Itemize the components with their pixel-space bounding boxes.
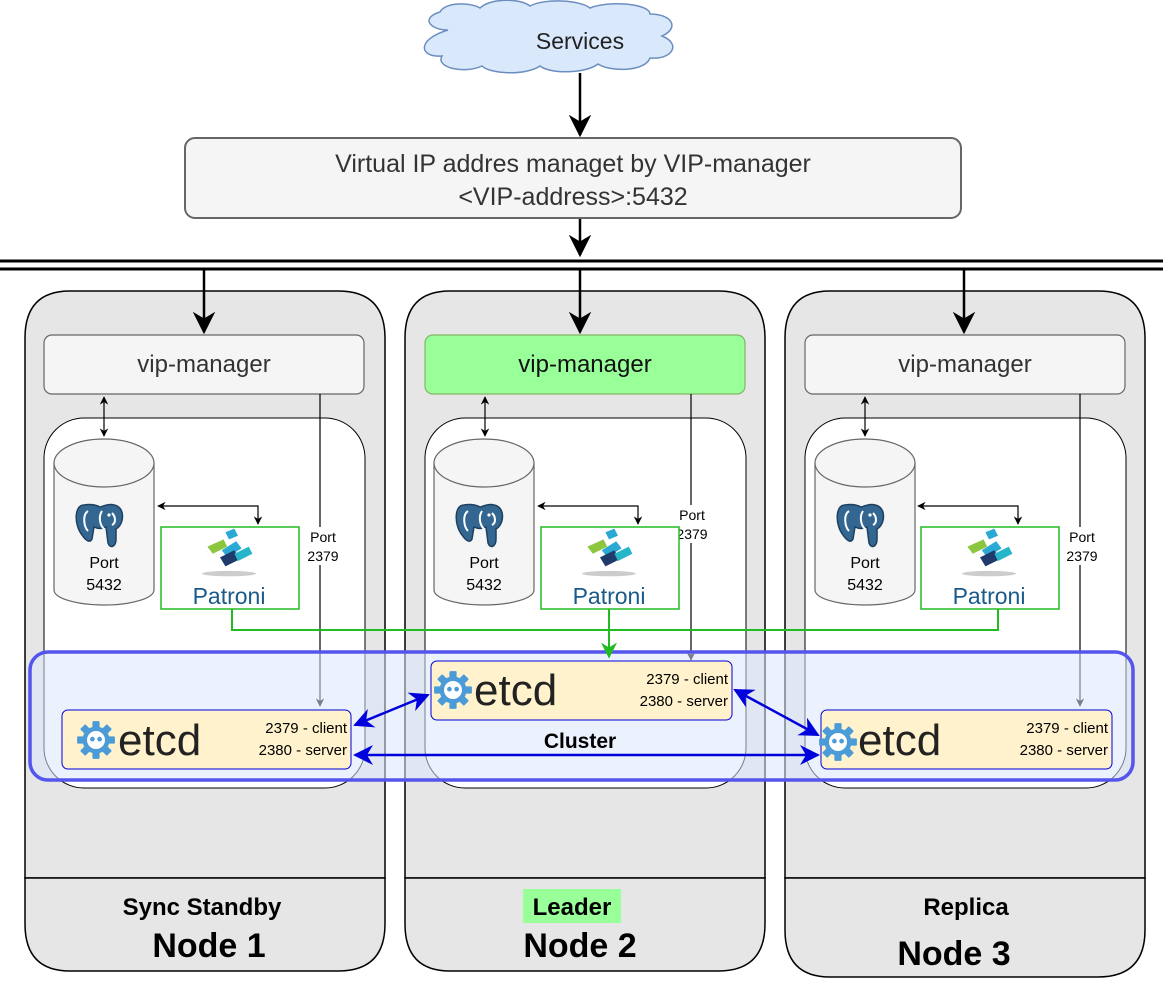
svg-text:Patroni: Patroni: [573, 583, 646, 609]
node-1-name: Node 1: [152, 927, 265, 965]
svg-text:2380 - server: 2380 - server: [640, 693, 728, 710]
svg-text:Port: Port: [469, 555, 499, 572]
svg-text:Patroni: Patroni: [193, 583, 266, 609]
etcd-icon: [434, 671, 472, 709]
postgres-db-3: Port 5432: [814, 438, 916, 606]
patroni-box-3: Patroni: [920, 526, 1060, 610]
svg-text:etcd: etcd: [858, 716, 941, 765]
svg-text:2379: 2379: [1066, 548, 1097, 564]
svg-text:5432: 5432: [86, 577, 122, 594]
vip-manager-3-label: vip-manager: [898, 351, 1031, 378]
vip-manager-1: vip-manager: [43, 334, 365, 395]
svg-text:Port: Port: [679, 507, 705, 523]
svg-text:Patroni: Patroni: [953, 583, 1026, 609]
svg-text:Port: Port: [1069, 529, 1095, 545]
etcd-box-1: etcd 2379 - client 2380 - server: [61, 709, 352, 770]
patroni-box-2: Patroni: [540, 526, 680, 610]
vip-line-1: Virtual IP addres managet by VIP-manager: [335, 150, 811, 178]
etcd-peer-link-2-3: [733, 688, 820, 737]
svg-text:etcd: etcd: [474, 666, 557, 715]
svg-text:Port: Port: [89, 555, 119, 572]
node-1-role: Sync Standby: [123, 894, 282, 921]
etcd-port-label-3: Port 2379: [1062, 527, 1102, 565]
db-patroni-link-2: [537, 501, 643, 525]
etcd-icon: [77, 721, 115, 759]
svg-text:Port: Port: [850, 555, 880, 572]
services-cloud: Services: [423, 0, 674, 74]
svg-text:2379 - client: 2379 - client: [1026, 720, 1109, 737]
svg-text:5432: 5432: [466, 577, 502, 594]
etcd-box-3: etcd 2379 - client 2380 - server: [819, 709, 1113, 770]
svg-text:2379 - client: 2379 - client: [646, 671, 729, 688]
etcd-peer-link-1-2: [353, 692, 430, 728]
postgres-db-1: Port 5432: [53, 438, 155, 606]
node-3-role: Replica: [923, 894, 1009, 921]
etcd-box-2: etcd 2379 - client 2380 - server: [430, 660, 733, 721]
etcd-icon: [819, 723, 857, 761]
patroni-etcd-links: [231, 609, 999, 659]
virtual-ip-box: Virtual IP addres managet by VIP-manager…: [184, 137, 962, 219]
cluster-label: Cluster: [544, 730, 616, 753]
leader-highlight: [523, 889, 621, 923]
vip-manager-2: vip-manager: [424, 334, 746, 395]
db-patroni-link-1: [157, 501, 263, 525]
node-1-footer: Sync Standby Node 1: [123, 894, 282, 965]
svg-text:2380 - server: 2380 - server: [1020, 742, 1108, 759]
svg-text:etcd: etcd: [118, 716, 201, 765]
db-patroni-link-3: [917, 501, 1023, 525]
svg-text:2379: 2379: [307, 548, 338, 564]
node-3-name: Node 3: [897, 935, 1010, 973]
postgres-db-2: Port 5432: [433, 438, 535, 606]
vip-manager-3: vip-manager: [804, 334, 1126, 395]
etcd-port-label-1: Port 2379: [303, 527, 343, 565]
svg-text:Port: Port: [310, 529, 336, 545]
patroni-box-1: Patroni: [160, 526, 300, 610]
network-bus: [0, 259, 1163, 271]
svg-text:5432: 5432: [847, 577, 883, 594]
svg-text:2379: 2379: [676, 526, 707, 542]
node-2-role: Leader: [533, 894, 612, 921]
svg-text:2380 - server: 2380 - server: [259, 742, 347, 759]
services-label: Services: [536, 28, 624, 54]
vip-line-2: <VIP-address>:5432: [458, 183, 687, 211]
vip-manager-2-label: vip-manager: [518, 351, 651, 378]
node-3-footer: Replica Node 3: [897, 894, 1010, 973]
node-2-footer: Leader Node 2: [523, 889, 637, 965]
svg-text:2379 - client: 2379 - client: [265, 720, 348, 737]
vip-manager-1-label: vip-manager: [137, 351, 270, 378]
node-2-name: Node 2: [523, 927, 636, 965]
